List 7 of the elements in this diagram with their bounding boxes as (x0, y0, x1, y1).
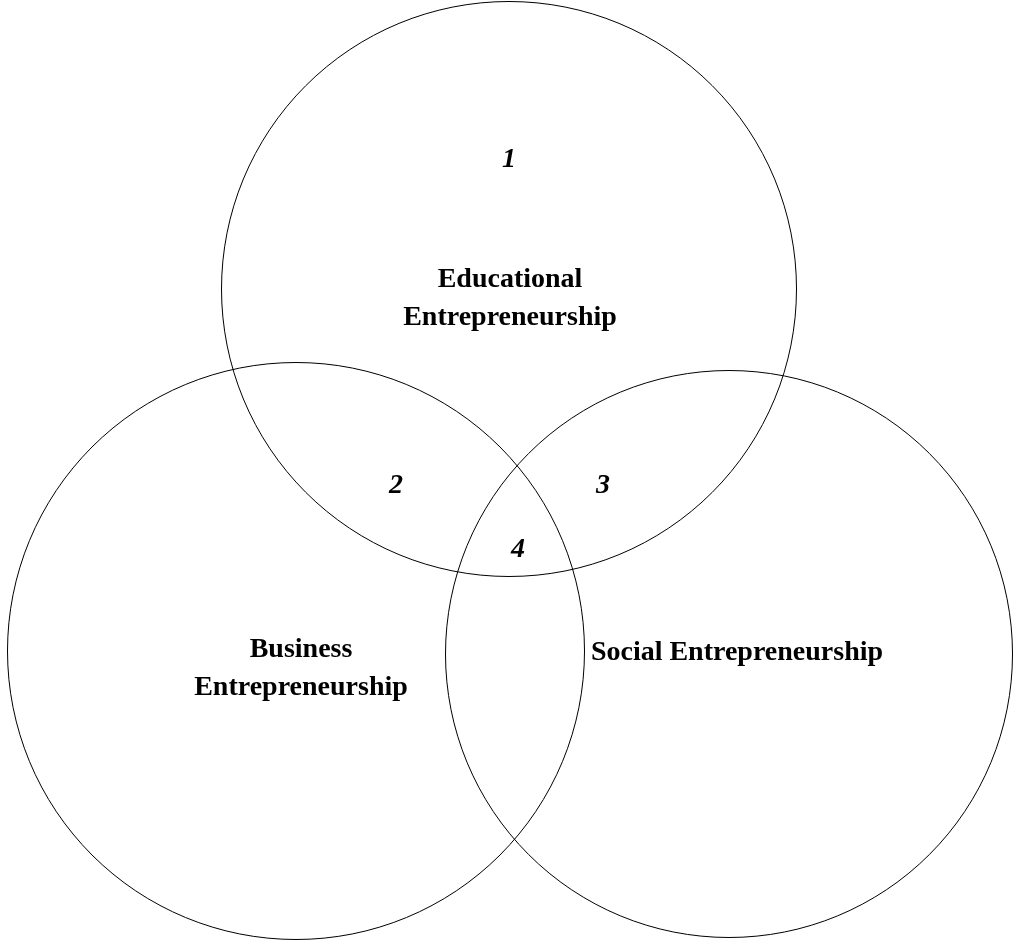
region-number: 3 (596, 468, 610, 500)
region-number: 2 (389, 468, 403, 500)
region-number: 1 (502, 142, 516, 174)
region-number: 4 (511, 532, 525, 564)
circle-label: Educational Entrepreneurship (402, 261, 618, 333)
circle-label: Social Entrepreneurship (589, 634, 885, 668)
circle-label: Business Entrepreneurship (193, 631, 409, 703)
